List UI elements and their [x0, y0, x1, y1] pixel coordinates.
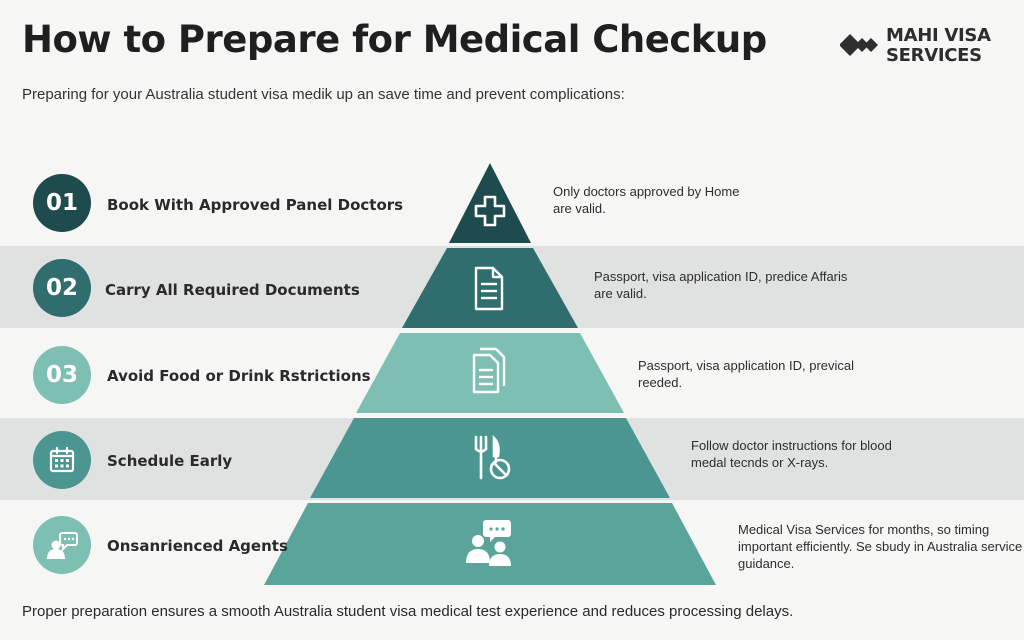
diamond-logo-icon [840, 34, 878, 56]
step-1-badge: 01 [33, 174, 91, 232]
medical-cross-icon [474, 195, 506, 227]
step-3-label: Avoid Food or Drink Rstrictions [107, 367, 371, 385]
step-5-desc-line-3: guidance. [738, 556, 795, 571]
step-5-desc-line-1: Medical Visa Services for months, so tim… [738, 522, 990, 537]
step-3-number: 03 [45, 362, 78, 388]
brand-name: MAHI VISA SERVICES [886, 26, 991, 66]
fork-knife-no-icon [474, 434, 511, 480]
step-1-desc-line-2: are valid. [553, 201, 606, 216]
step-1-number: 01 [45, 190, 78, 216]
step-2-desc-line-1: Passport, visa application ID, predice A… [594, 269, 848, 284]
step-2-number: 02 [45, 275, 78, 301]
pyramid-tier-4 [310, 418, 670, 498]
page-title: How to Prepare for Medical Checkup [22, 18, 767, 61]
step-2-description: Passport, visa application ID, predice A… [594, 268, 847, 302]
pyramid-tier-3 [356, 333, 624, 413]
step-1-desc-line-1: Only doctors approved by Home [553, 184, 740, 199]
page-subtitle: Preparing for your Australia student vis… [22, 86, 625, 103]
step-4-desc-line-2: medal tecnds or X-rays. [691, 455, 829, 470]
step-4-description: Follow doctor instructions for blood med… [691, 437, 892, 471]
people-chat-icon [466, 520, 511, 566]
step-2-badge: 02 [33, 259, 91, 317]
step-4-badge [33, 431, 91, 489]
step-5-description: Medical Visa Services for months, so tim… [738, 521, 1024, 572]
pyramid-tier-2 [402, 248, 578, 328]
step-4-label: Schedule Early [107, 452, 233, 470]
pyramid-tier-5 [264, 503, 716, 585]
step-3-desc-line-1: Passport, visa application ID, prevical [638, 358, 855, 373]
document-icon [474, 266, 504, 311]
calendar-icon [49, 446, 75, 473]
step-3-description: Passport, visa application ID, prevical … [638, 357, 854, 391]
step-3-badge: 03 [33, 346, 91, 404]
person-chat-icon [47, 532, 78, 559]
footer-note: Proper preparation ensures a smooth Aust… [22, 603, 794, 620]
step-5-desc-line-2: important efficiently. Se sbudy in Austr… [738, 539, 1024, 554]
step-2-desc-line-2: are valid. [594, 286, 647, 301]
step-5-badge [33, 516, 91, 574]
step-4-desc-line-1: Follow doctor instructions for blood [691, 438, 892, 453]
step-3-desc-line-2: reeded. [638, 375, 683, 390]
step-1-description: Only doctors approved by Home are valid. [553, 183, 739, 217]
brand-line-1: MAHI VISA [886, 25, 991, 46]
step-2-label: Carry All Required Documents [105, 281, 360, 299]
pyramid-tier-1 [449, 163, 531, 243]
step-1-label: Book With Approved Panel Doctors [107, 196, 404, 214]
brand-line-2: SERVICES [886, 45, 982, 66]
documents-icon [472, 347, 506, 394]
step-5-label: Onsanrienced Agents [107, 537, 288, 555]
brand-logo: MAHI VISA SERVICES [840, 26, 991, 70]
